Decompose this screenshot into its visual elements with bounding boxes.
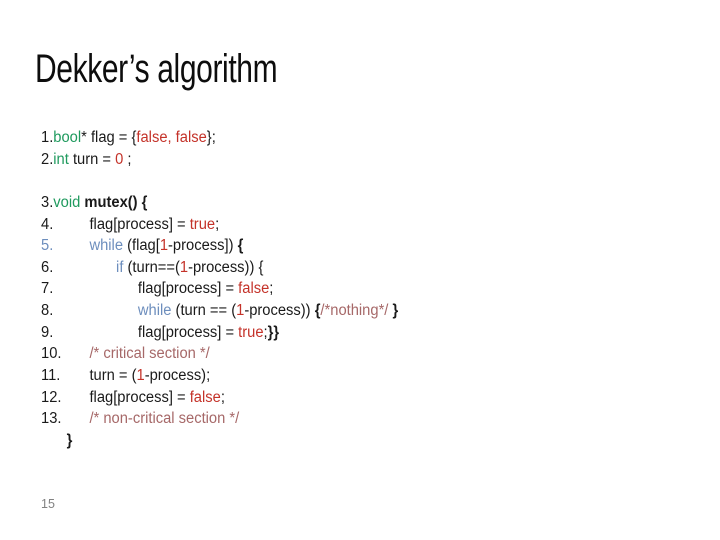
- code-token: turn =: [68, 150, 116, 168]
- code-line: 13. /* non-critical section */: [41, 408, 398, 430]
- code-line: 8. while (turn == (1-process)) {/*nothing…: [41, 300, 398, 322]
- line-number: 2.: [41, 150, 54, 168]
- code-token: }: [66, 431, 73, 449]
- code-line: 5. while (flag[1-process]) {: [41, 235, 398, 257]
- code-line: 11. turn = (1-process);: [41, 365, 398, 387]
- code-line: [41, 170, 398, 192]
- page-number: 15: [41, 497, 55, 511]
- code-token: -process)): [244, 302, 315, 320]
- line-number: 5.: [41, 237, 54, 255]
- code-token: void: [53, 193, 81, 211]
- code-token: {: [314, 302, 321, 320]
- code-token: if: [116, 258, 124, 276]
- line-number: 10.: [41, 345, 62, 363]
- code-token: }}: [267, 323, 280, 341]
- line-number: 7.: [41, 280, 54, 298]
- code-token: 1: [236, 302, 245, 320]
- code-token: while: [89, 237, 124, 255]
- code-token: 1: [159, 237, 169, 255]
- code-token: false: [189, 388, 221, 406]
- code-token: 1: [179, 258, 189, 276]
- code-token: ;: [220, 388, 225, 406]
- slide-title: Dekker’s algorithm: [35, 47, 278, 91]
- line-number: 3.: [41, 193, 54, 211]
- code-line: 7. flag[process] = false;: [41, 278, 398, 300]
- line-number: 1.: [41, 129, 54, 146]
- line-number: 4.: [41, 215, 54, 233]
- code-token: flag[process] =: [137, 280, 239, 298]
- code-token: flag[process] =: [89, 215, 190, 233]
- code-token: /* non-critical section */: [89, 410, 240, 428]
- code-token: ;: [269, 280, 274, 298]
- line-number: 6.: [41, 258, 54, 276]
- code-token: (flag[: [123, 237, 160, 255]
- code-line: 10. /* critical section */: [41, 343, 398, 365]
- code-token: {: [237, 237, 244, 255]
- code-token: ;: [263, 323, 268, 341]
- code-token: ;: [123, 150, 132, 168]
- code-line: 6. if (turn==(1-process)) {: [41, 257, 398, 279]
- code-token: (turn==(: [123, 258, 180, 276]
- code-token: false: [238, 280, 270, 298]
- code-token: true: [189, 215, 216, 233]
- code-token: 1: [136, 367, 145, 385]
- code-token: ;: [215, 215, 220, 233]
- line-number: 13.: [41, 410, 62, 428]
- code-token: /*nothing*/: [320, 302, 389, 320]
- line-number: 11.: [41, 367, 61, 385]
- code-token: * flag = {: [81, 129, 137, 146]
- code-line: 2.int turn = 0 ;: [41, 149, 398, 171]
- code-token: mutex() {: [84, 193, 148, 211]
- code-token: };: [206, 129, 216, 146]
- code-token: -process]): [168, 237, 238, 255]
- code-line: 9. flag[process] = true;}}: [41, 322, 398, 344]
- code-token: true: [238, 323, 264, 341]
- code-token: int: [53, 150, 69, 168]
- code-token: }: [388, 302, 399, 320]
- code-line: 3.void mutex() {: [41, 192, 398, 214]
- code-token: -process)) {: [188, 258, 264, 276]
- code-block: 1.bool* flag = {false, false};2.int turn…: [41, 127, 398, 452]
- code-token: bool: [53, 129, 82, 146]
- code-line: 4. flag[process] = true;: [41, 214, 398, 236]
- line-number: 12.: [41, 388, 62, 406]
- code-token: -process);: [144, 367, 211, 385]
- code-token: flag[process] =: [89, 388, 190, 406]
- code-token: turn = (: [89, 367, 137, 385]
- code-token: 0: [115, 150, 124, 168]
- code-line: }: [41, 430, 398, 452]
- code-line: 12. flag[process] = false;: [41, 387, 398, 409]
- line-number: 8.: [41, 302, 54, 320]
- code-token: (turn == (: [171, 302, 237, 320]
- code-line: 1.bool* flag = {false, false};: [41, 127, 398, 149]
- code-token: false, false: [136, 129, 207, 146]
- code-token: /* critical section */: [89, 345, 210, 363]
- code-token: flag[process] =: [137, 323, 239, 341]
- line-number: 9.: [41, 323, 54, 341]
- code-token: while: [137, 302, 172, 320]
